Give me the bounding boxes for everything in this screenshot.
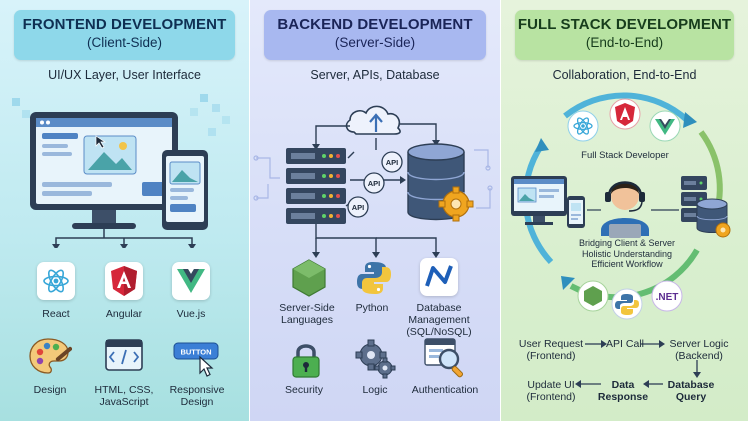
tablet-device-icon <box>162 150 208 230</box>
react-icon <box>567 110 599 142</box>
design-label: Design <box>33 384 67 396</box>
python-label: Python <box>355 302 389 314</box>
circuit-decoration <box>253 149 493 209</box>
fullstack-subtitle: (End-to-End) <box>585 35 664 50</box>
flow-database-query: Database Query <box>667 379 715 403</box>
fullstack-illustration: .NET <box>511 92 731 320</box>
flow-api-call: API Call <box>606 338 644 350</box>
button-click-icon: BUTTON <box>172 338 222 378</box>
backend-title: BACKEND DEVELOPMENT <box>277 16 473 33</box>
desktop-monitor-icon <box>30 112 178 229</box>
api-badge-bottom: API <box>347 196 369 218</box>
frontend-panel: FRONTEND DEVELOPMENT (Client-Side) UI/UX… <box>0 0 249 421</box>
backend-flow-arrowheads <box>312 140 440 258</box>
dotnet-icon: .NET <box>651 280 683 312</box>
magnifier-icon <box>423 338 467 378</box>
server-rack-icon <box>286 148 346 224</box>
database-cylinder-icon <box>696 198 731 238</box>
fullstack-panel: FULL STACK DEVELOPMENT (End-to-End) Coll… <box>500 0 748 421</box>
logic-label: Logic <box>362 384 388 396</box>
nodejs-icon <box>287 258 331 298</box>
dotnet-text: .NET <box>656 292 679 303</box>
code-window-icon <box>102 336 146 376</box>
padlock-icon <box>284 340 328 380</box>
pixel-decoration <box>12 94 230 136</box>
flow-user-request: User Request (Frontend) <box>518 338 584 362</box>
desktop-monitor-icon <box>511 176 567 225</box>
developer-avatar <box>601 181 649 238</box>
react-icon <box>37 262 75 300</box>
responsive-design-label: Responsive Design <box>169 384 225 408</box>
database-management-label: Database Management (SQL/NoSQL) <box>406 302 472 338</box>
frontend-tagline: UI/UX Layer, User Interface <box>48 68 201 82</box>
html-css-js-label: HTML, CSS, JavaScript <box>94 384 154 408</box>
flow-data-response: Data Response <box>597 379 649 403</box>
frontend-title: FRONTEND DEVELOPMENT <box>22 16 227 33</box>
frontend-title-box: FRONTEND DEVELOPMENT (Client-Side) <box>14 10 235 60</box>
fullstack-developer-title: Full Stack Developer <box>581 150 669 161</box>
gear-icon <box>438 186 474 222</box>
vue-icon <box>172 262 210 300</box>
request-flow-arrows <box>575 340 701 388</box>
fullstack-title: FULL STACK DEVELOPMENT <box>517 16 732 33</box>
flow-server-logic: Server Logic (Backend) <box>669 338 729 362</box>
api-badge-middle: API <box>363 172 385 194</box>
angular-icon <box>105 262 143 300</box>
angular-icon <box>609 98 641 130</box>
angular-label: Angular <box>105 308 143 320</box>
authentication-label: Authentication <box>411 384 479 396</box>
nodejs-icon <box>577 280 609 312</box>
fullstack-tagline: Collaboration, End-to-End <box>552 68 697 82</box>
api-badge-top: API <box>381 151 403 173</box>
backend-title-box: BACKEND DEVELOPMENT (Server-Side) <box>264 10 486 60</box>
security-label: Security <box>285 384 323 396</box>
database-n-icon <box>420 258 458 296</box>
server-side-languages-label: Server-Side Languages <box>279 302 335 326</box>
vue-label: Vue.js <box>176 308 206 320</box>
flow-update-ui: Update UI (Frontend) <box>526 379 576 403</box>
frontend-connector-lines <box>55 229 193 246</box>
phone-icon <box>567 196 585 228</box>
react-label: React <box>42 308 70 320</box>
backend-illustration: API API API <box>253 105 493 258</box>
frontend-illustration <box>12 94 230 248</box>
frontend-subtitle: (Client-Side) <box>86 35 163 50</box>
backend-panel: BACKEND DEVELOPMENT (Server-Side) Server… <box>249 0 500 421</box>
backend-subtitle: (Server-Side) <box>334 35 416 50</box>
api-badge-bottom-text: API <box>352 203 365 212</box>
vue-icon <box>649 110 681 142</box>
button-demo-text: BUTTON <box>180 348 211 357</box>
gears-icon <box>353 338 397 379</box>
api-badge-middle-text: API <box>368 179 381 188</box>
fullstack-developer-caption: Bridging Client & Server Holistic Unders… <box>578 238 676 269</box>
python-icon <box>611 288 643 320</box>
palette-icon <box>28 336 72 376</box>
frontend-connector-arrows <box>52 244 196 248</box>
fullstack-title-box: FULL STACK DEVELOPMENT (End-to-End) <box>515 10 734 60</box>
backend-tagline: Server, APIs, Database <box>310 68 440 82</box>
python-icon <box>352 258 396 298</box>
cloud-upload-icon <box>345 105 401 135</box>
api-badge-top-text: API <box>386 158 399 167</box>
